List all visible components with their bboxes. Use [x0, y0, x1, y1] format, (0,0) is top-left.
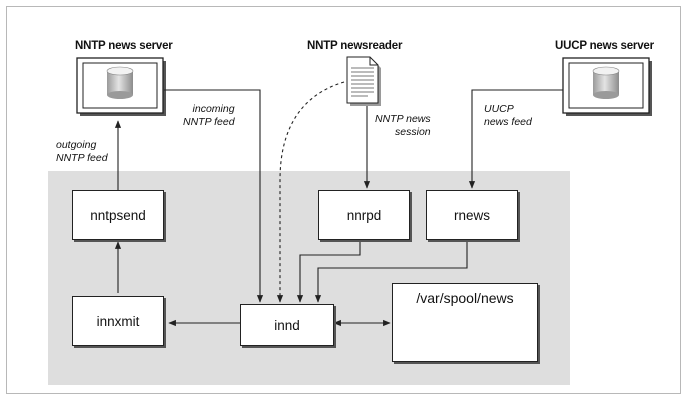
rnews-to-innd-arrow [314, 240, 468, 303]
innxmit-box: innxmit [72, 296, 164, 346]
incoming-feed-label-line1: incoming [192, 103, 235, 115]
newsreader-document-icon [346, 56, 381, 106]
uucp-feed-label: UUCP news feed [484, 103, 532, 129]
nntp-server-computer [76, 57, 166, 116]
uucp-feed-label-line1: UUCP [484, 103, 514, 115]
session-label-line1: NNTP news [375, 113, 431, 125]
incoming-feed-arrow [164, 89, 264, 303]
nntp-server-label: NNTP news server [75, 40, 173, 52]
session-label: NNTP news session [375, 113, 431, 139]
nntp-server-disk-icon [106, 66, 134, 99]
newsreader-label: NNTP newsreader [307, 40, 403, 52]
innd-box: innd [240, 304, 334, 346]
rnews-box: rnews [426, 190, 518, 240]
outgoing-feed-label: outgoing NNTP feed [56, 139, 108, 165]
diagram-frame [6, 6, 681, 394]
outgoing-feed-label-line1: outgoing [56, 139, 97, 151]
uucp-server-disk-icon [592, 66, 620, 99]
uucp-server-computer [562, 57, 652, 116]
incoming-feed-label-line2: NNTP feed [183, 116, 235, 128]
session-label-line2: session [395, 126, 431, 138]
outgoing-feed-label-line2: NNTP feed [56, 152, 108, 164]
nnrpd-to-innd-arrow [296, 240, 361, 303]
uucp-server-label: UUCP news server [555, 40, 654, 52]
uucp-feed-label-line2: news feed [484, 116, 532, 128]
newsreader-dashed-arrow [276, 81, 345, 303]
incoming-feed-label: incoming NNTP feed [183, 103, 235, 129]
nntpsend-box: nntpsend [72, 190, 164, 240]
uucp-feed-arrow [468, 89, 563, 189]
nnrpd-box: nnrpd [318, 190, 410, 240]
spool-label: /var/spool/news [416, 290, 514, 306]
spool-box: /var/spool/news [392, 283, 538, 362]
